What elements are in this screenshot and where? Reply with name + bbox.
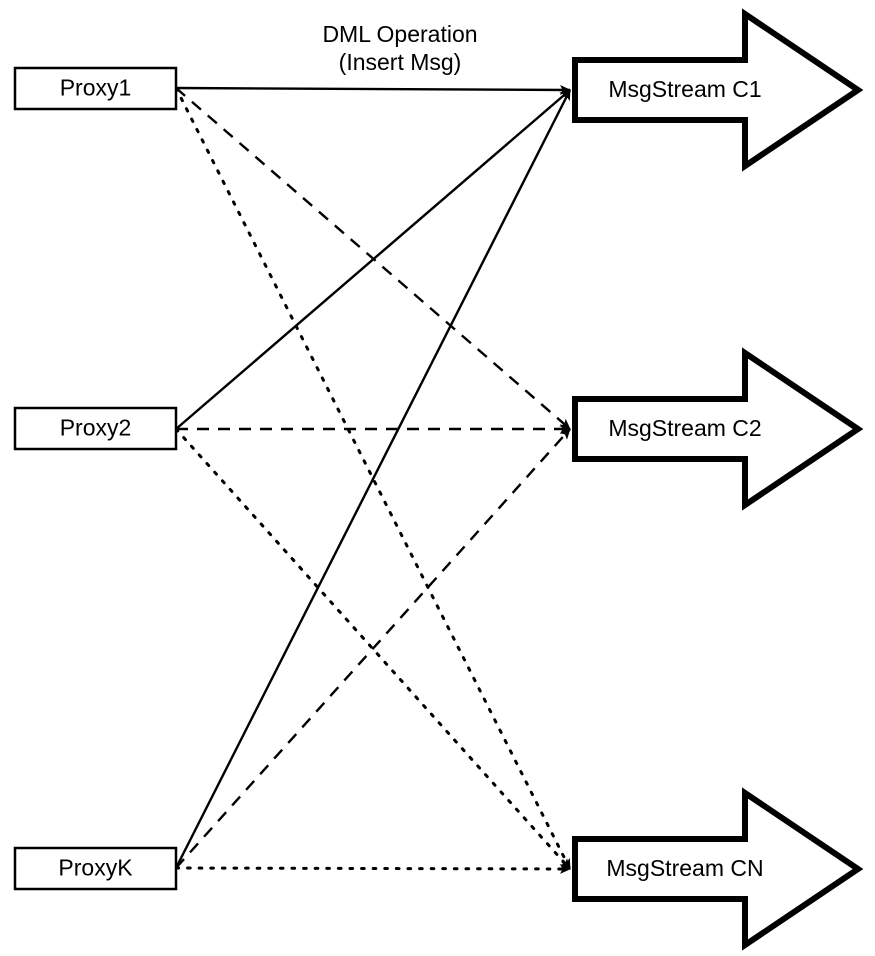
stream-arrow-shape [572,8,864,172]
stream-arrow-shape [572,787,864,951]
proxy-label: Proxy1 [60,75,132,101]
edge-label-dml-operation: DML Operation (Insert Msg) [322,21,477,75]
connector-link-proxyk-c2 [175,428,571,869]
proxy-box-rect [13,406,178,451]
stream-arrow-shape [572,347,864,511]
proxy-label: ProxyK [58,855,133,881]
stream-label: MsgStream C2 [608,415,761,441]
proxy-box-rect [13,66,178,111]
connector-link-proxy2-c1 [175,89,571,430]
stream-label: MsgStream C1 [608,76,761,102]
proxy-node-proxy1[interactable]: Proxy1 [13,66,178,111]
connector-line [175,428,571,869]
connector-line [174,89,572,869]
links-layer [174,85,572,874]
connector-link-proxy1-c1 [175,85,571,95]
streams-layer: MsgStream C1 MsgStream C2 MsgStream CN [572,8,864,951]
connector-line [175,85,571,95]
stream-node-stream_c1[interactable]: MsgStream C1 [572,8,864,172]
proxy-box-rect [13,846,178,891]
connector-line [174,864,572,874]
stream-node-stream_cn[interactable]: MsgStream CN [572,787,864,951]
stream-label: MsgStream CN [606,855,763,881]
stream-node-stream_c2[interactable]: MsgStream C2 [572,347,864,511]
proxy-node-proxyk[interactable]: ProxyK [13,846,178,891]
proxy-label: Proxy2 [60,415,132,441]
connector-link-proxyk-c1 [174,89,572,869]
proxy-node-proxy2[interactable]: Proxy2 [13,406,178,451]
connector-line [175,89,571,430]
edge-label-line1: DML Operation [322,21,477,47]
connector-link-proxyk-cn [174,864,572,874]
edge-label-line2: (Insert Msg) [339,49,462,75]
